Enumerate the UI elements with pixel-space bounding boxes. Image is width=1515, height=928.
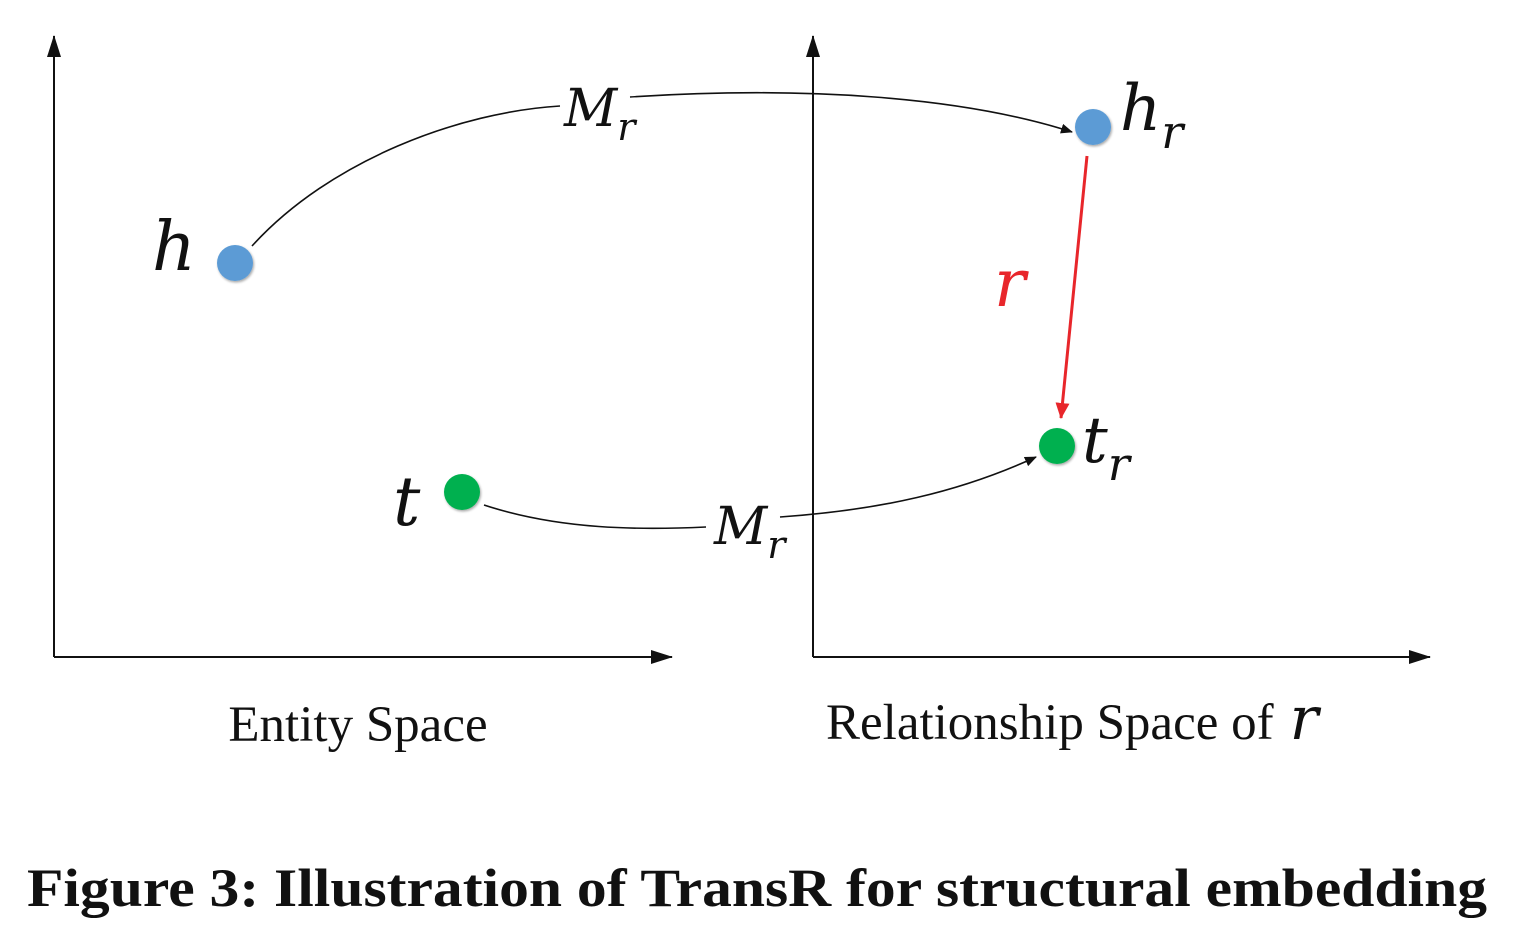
label-t-r: tr xyxy=(1082,404,1133,491)
mapping-label-bottom: Mr xyxy=(713,497,788,567)
label-h-r: hr xyxy=(1120,72,1186,159)
point-t-r xyxy=(1039,428,1075,464)
figure-caption: Figure 3: Illustration of TransR for str… xyxy=(27,858,1487,918)
mapping-label-top: Mr xyxy=(563,79,638,149)
label-t: t xyxy=(393,463,421,542)
label-h: h xyxy=(152,208,196,287)
entity-space-axes xyxy=(47,35,673,664)
relation-label: r xyxy=(994,245,1029,322)
point-h xyxy=(217,245,253,281)
mapping-arrow-top xyxy=(251,105,561,247)
point-t xyxy=(444,474,480,510)
mapping-arrow-bottom xyxy=(483,504,707,530)
mapping-arrow-top-tail xyxy=(629,91,1073,134)
point-h-r xyxy=(1075,109,1111,145)
relation-arrow xyxy=(1055,155,1089,419)
relationship-space-axes xyxy=(806,35,1431,664)
entity-space-label: Entity Space xyxy=(228,697,487,753)
mapping-arrow-bottom-tail xyxy=(779,456,1037,518)
